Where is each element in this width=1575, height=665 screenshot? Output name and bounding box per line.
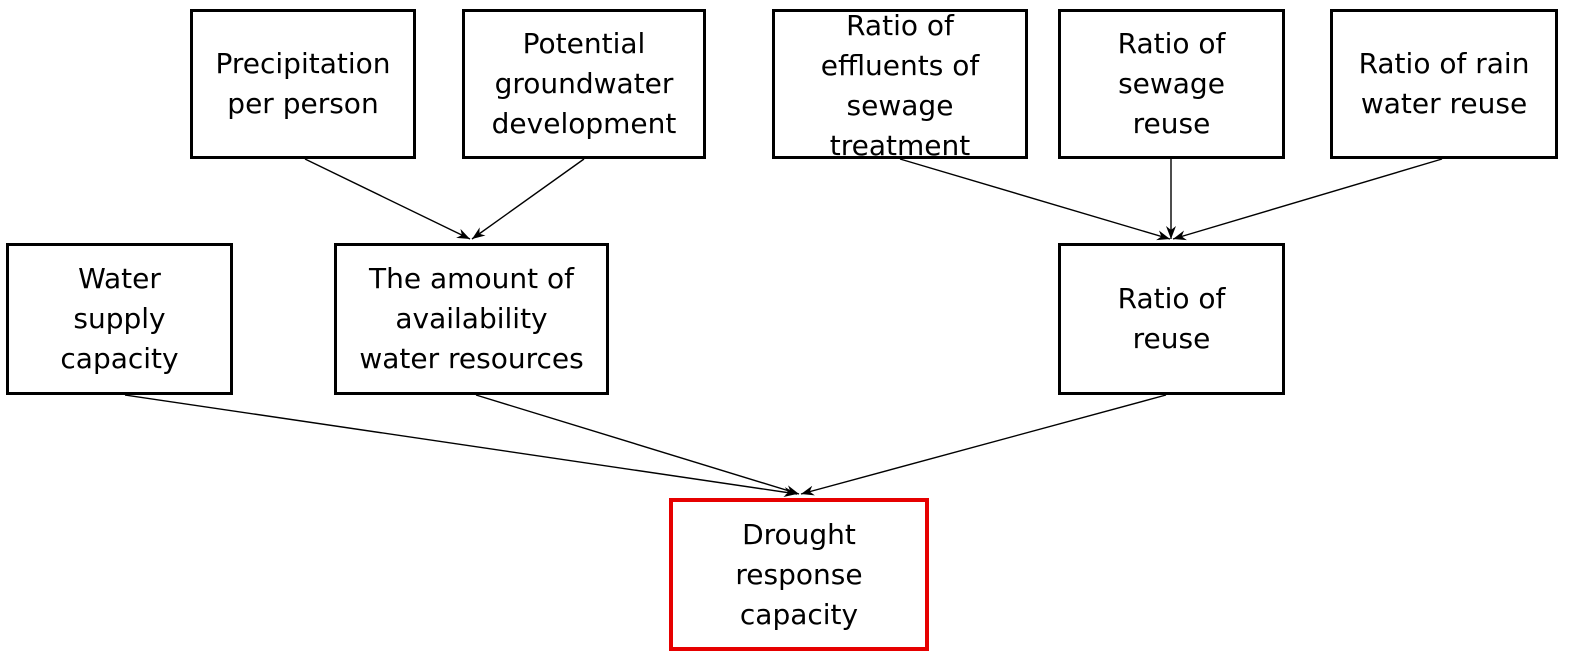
node-ratio-of-sewage-reuse: Ratio of sewage reuse — [1058, 9, 1285, 159]
node-label: Ratio of reuse — [1117, 282, 1226, 355]
edge-potential-to-availability — [471, 158, 585, 240]
node-label: The amount of availability water resourc… — [359, 262, 584, 375]
node-label: Ratio of rain water reuse — [1358, 47, 1530, 120]
node-drought-response-capacity: Drought response capacity — [669, 498, 929, 651]
node-potential-groundwater-development: Potential groundwater development — [462, 9, 706, 159]
node-ratio-of-effluents-of-sewage-treatment: Ratio of effluents of sewage treatment — [772, 9, 1028, 159]
edge-precipitation-to-availability — [304, 158, 471, 240]
node-label: Ratio of sewage reuse — [1117, 27, 1226, 140]
node-label: Water supply capacity — [60, 262, 179, 375]
node-ratio-of-rain-water-reuse: Ratio of rain water reuse — [1330, 9, 1558, 159]
node-label: Precipitation per person — [215, 47, 391, 120]
node-label: Potential groundwater development — [491, 27, 677, 140]
node-water-supply-capacity: Water supply capacity — [6, 243, 233, 395]
node-label: Ratio of effluents of sewage treatment — [820, 9, 980, 159]
edge-reuse-to-drought — [800, 394, 1167, 496]
node-amount-of-availability-water-resources: The amount of availability water resourc… — [334, 243, 609, 395]
node-ratio-of-reuse: Ratio of reuse — [1058, 243, 1285, 395]
edge-effluents-to-reuse — [899, 158, 1171, 241]
edge-water-supply-to-drought — [124, 394, 798, 498]
edge-availability-to-drought — [475, 394, 800, 495]
node-precipitation-per-person: Precipitation per person — [190, 9, 416, 159]
edge-rain-to-reuse — [1172, 158, 1443, 241]
node-label: Drought response capacity — [735, 517, 863, 631]
